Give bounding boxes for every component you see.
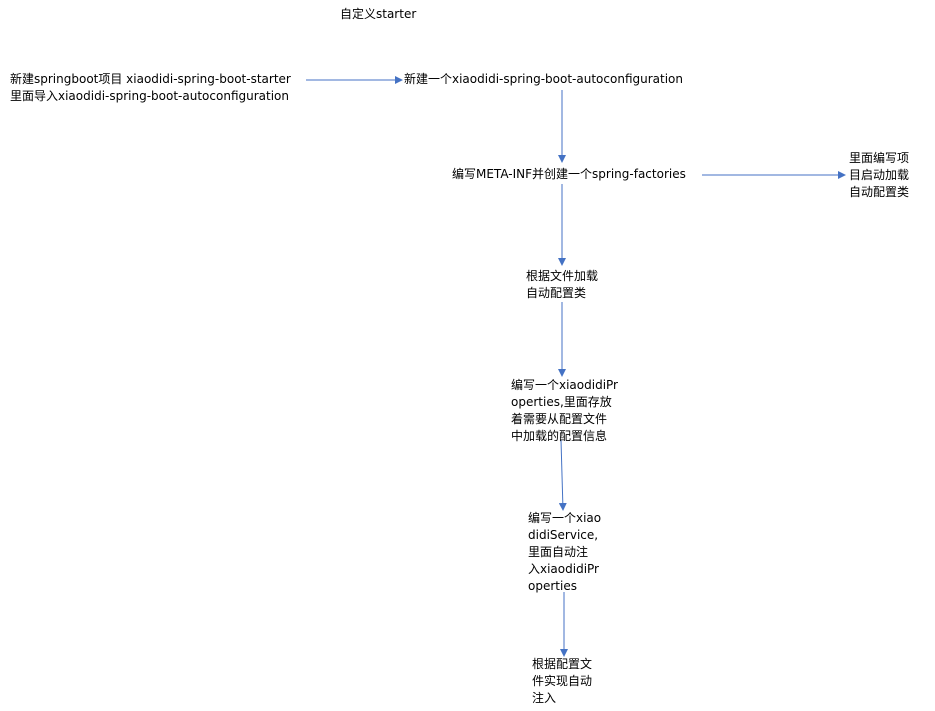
node-line: operties <box>528 579 577 593</box>
node-line: 新建springboot项目 xiaodidi-spring-boot-star… <box>10 72 291 86</box>
node-auto-inject: 根据配置文 件实现自动 注入 <box>532 656 592 707</box>
node-spring-factories: 编写META-INF并创建一个spring-factories <box>452 166 686 183</box>
node-line: 自动配置类 <box>849 185 910 199</box>
node-load-autoconfig: 根据文件加载 自动配置类 <box>526 268 598 302</box>
node-factories-content: 里面编写项 目启动加载 自动配置类 <box>849 150 909 201</box>
edge-properties-to-service <box>558 439 567 511</box>
node-line: didiService, <box>528 528 599 542</box>
node-line: 着需要从配置文件 <box>511 412 608 426</box>
diagram-title: 自定义starter <box>340 7 417 21</box>
node-line: 编写META-INF并创建一个spring-factories <box>452 167 686 181</box>
node-line: 里面导入xiaodidi-spring-boot-autoconfigurati… <box>10 89 289 103</box>
node-line: 编写一个xiao <box>528 511 602 525</box>
node-properties-class: 编写一个xiaodidiPr operties,里面存放 着需要从配置文件 中加… <box>511 377 618 445</box>
node-line: 编写一个xiaodidiPr <box>511 378 618 392</box>
node-line: 根据配置文 <box>532 657 593 671</box>
node-line: 自动配置类 <box>526 286 587 300</box>
node-starter-project: 新建springboot项目 xiaodidi-spring-boot-star… <box>10 71 291 105</box>
node-service-class: 编写一个xiao didiService, 里面自动注 入xiaodidiPr … <box>528 510 601 595</box>
node-autoconfiguration-project: 新建一个xiaodidi-spring-boot-autoconfigurati… <box>404 71 683 88</box>
node-line: operties,里面存放 <box>511 395 612 409</box>
node-line: 入xiaodidiPr <box>528 562 599 576</box>
node-line: 注入 <box>532 691 557 705</box>
node-line: 件实现自动 <box>532 674 593 688</box>
node-line: 里面编写项 <box>849 151 910 165</box>
node-line: 根据文件加载 <box>526 269 599 283</box>
node-line: 里面自动注 <box>528 545 589 559</box>
node-line: 中加载的配置信息 <box>511 429 608 443</box>
node-line: 新建一个xiaodidi-spring-boot-autoconfigurati… <box>404 72 683 86</box>
node-line: 目启动加载 <box>849 168 910 182</box>
